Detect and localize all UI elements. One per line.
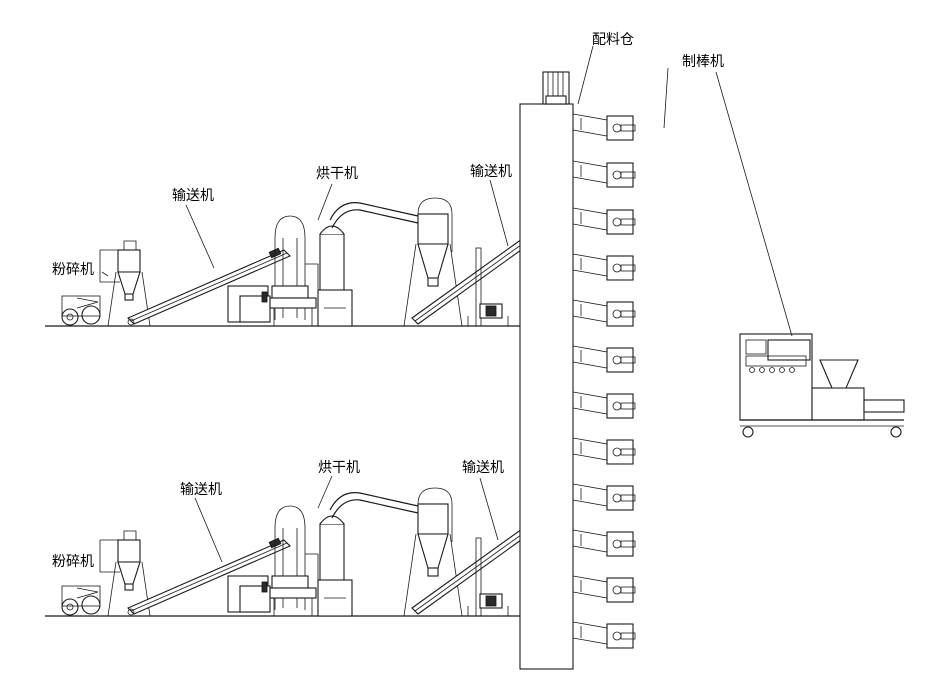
rod-feeders (572, 113, 636, 649)
label-upper-crusher: 粉碎机 (52, 262, 94, 278)
processing-line-upper (44, 197, 561, 327)
label-lower-conveyor-2: 输送机 (462, 460, 504, 476)
label-lower-dryer: 烘干机 (318, 460, 360, 476)
label-upper-conveyor-1: 输送机 (172, 188, 214, 204)
label-lower-crusher: 粉碎机 (52, 554, 94, 570)
label-lower-conveyor-1: 输送机 (180, 482, 222, 498)
rod-making-machine (739, 333, 905, 438)
processing-line-lower (44, 487, 561, 617)
leader-lines (101, 45, 793, 563)
label-rod-machine: 制棒机 (682, 54, 724, 70)
label-upper-conveyor-2: 输送机 (470, 164, 512, 180)
label-batching-bin: 配料仓 (592, 32, 634, 48)
label-upper-dryer: 烘干机 (316, 166, 358, 182)
batching-bin (519, 71, 574, 670)
